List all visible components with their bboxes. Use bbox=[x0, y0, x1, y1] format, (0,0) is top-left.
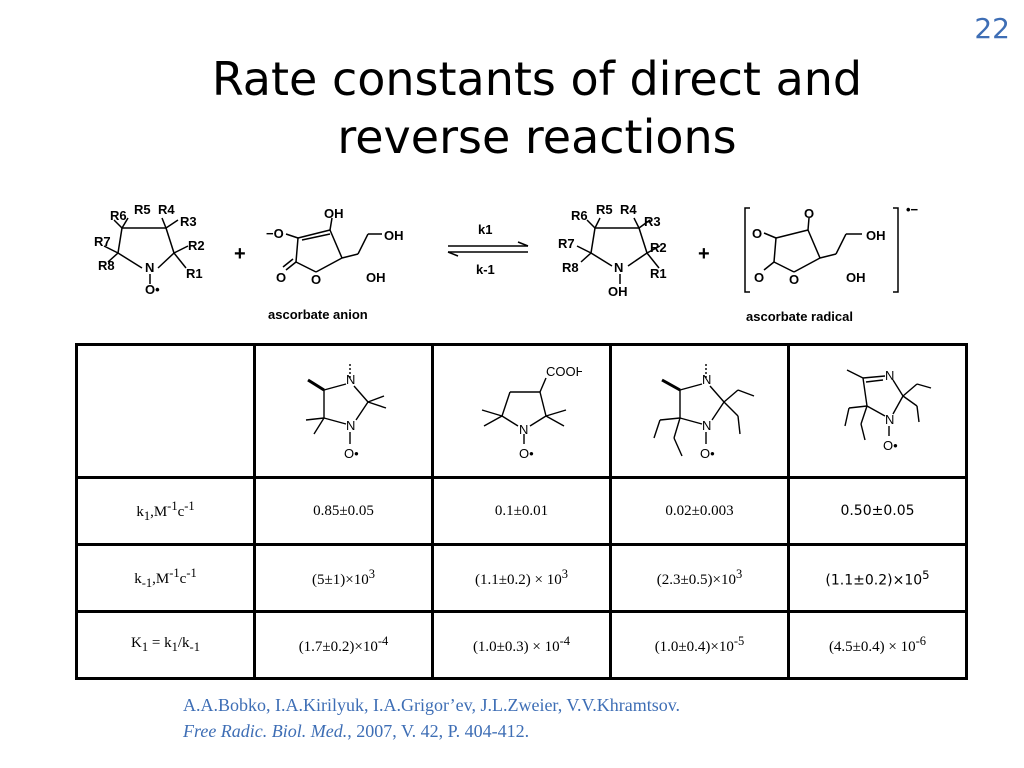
nitroxide-structure-1: N N O• bbox=[305, 364, 386, 461]
struct2-o: O• bbox=[519, 446, 534, 461]
structure-cell-2: COOH N O• bbox=[431, 343, 612, 479]
scheme-plus-1: + bbox=[234, 243, 246, 265]
scheme-r1-right: R1 bbox=[650, 266, 667, 281]
table-row-structures: N N O• COOH N O• bbox=[75, 343, 968, 479]
scheme-n-right: N bbox=[614, 260, 623, 275]
citation-details: , 2007, V. 42, P. 404-412. bbox=[347, 721, 530, 741]
k-minus-1-value-2: (1.1±0.2) × 103 bbox=[431, 543, 612, 613]
k1-value-3: 0.02±0.003 bbox=[609, 476, 790, 546]
struct4-o: O• bbox=[883, 438, 898, 453]
scheme-r2-left: R2 bbox=[188, 238, 205, 253]
scheme-r5-left: R5 bbox=[134, 202, 151, 217]
scheme-r8-left: R8 bbox=[98, 258, 115, 273]
struct1-o: O• bbox=[344, 446, 359, 461]
title-line-1: Rate constants of direct and bbox=[211, 52, 863, 106]
citation-journal: Free Radic. Biol. Med. bbox=[183, 721, 348, 741]
structure-cell-4: N N O• bbox=[787, 343, 968, 479]
radical-oh-bottom: OH bbox=[846, 270, 866, 285]
table-row-K1: K1 = k1/k-1 (1.7±0.2)×10-4 (1.0±0.3) × 1… bbox=[75, 610, 968, 680]
scheme-r4-left: R4 bbox=[158, 202, 175, 217]
k1-value-2: 0.1±0.01 bbox=[431, 476, 612, 546]
slide-title: Rate constants of direct and reverse rea… bbox=[0, 50, 1024, 166]
structure-cell-1: N N O• bbox=[253, 343, 434, 479]
anion-oh-bottom: OH bbox=[366, 270, 386, 285]
slide-number: 22 bbox=[974, 12, 1010, 45]
K1-value-1: (1.7±0.2)×10-4 bbox=[253, 610, 434, 680]
radical-o-carbonyl: O bbox=[754, 270, 764, 285]
scheme-r6-right: R6 bbox=[571, 208, 588, 223]
k-minus-1-value-3: (2.3±0.5)×103 bbox=[609, 543, 790, 613]
K1-value-4: (4.5±0.4) × 10-6 bbox=[787, 610, 968, 680]
struct2-cooh: COOH bbox=[546, 364, 582, 379]
rate-constants-table: N N O• COOH N O• bbox=[75, 343, 968, 680]
scheme-r7-left: R7 bbox=[94, 234, 111, 249]
scheme-o-radical-left: O• bbox=[145, 282, 160, 297]
row-label-K1: K1 = k1/k-1 bbox=[75, 610, 256, 680]
row-label-k1: k1,M-1c-1 bbox=[75, 476, 256, 546]
radical-oh-side: OH bbox=[866, 228, 886, 243]
scheme-oh-right: OH bbox=[608, 284, 628, 299]
struct3-o: O• bbox=[700, 446, 715, 461]
struct4-n2: N bbox=[885, 412, 894, 427]
radical-charge: •− bbox=[906, 202, 919, 217]
radical-o-left: O bbox=[752, 226, 762, 241]
title-line-2: reverse reactions bbox=[337, 110, 737, 164]
struct1-n1: N bbox=[346, 372, 355, 387]
k-minus-1-value-1: (5±1)×103 bbox=[253, 543, 434, 613]
scheme-n-left: N bbox=[145, 260, 154, 275]
scheme-r1-left: R1 bbox=[186, 266, 203, 281]
scheme-r7-right: R7 bbox=[558, 236, 575, 251]
table-row-k1: k1,M-1c-1 0.85±0.05 0.1±0.01 0.02±0.003 … bbox=[75, 476, 968, 546]
scheme-r2-right: R2 bbox=[650, 240, 667, 255]
k-minus-1-value-4: (1.1±0.2)×105 bbox=[787, 543, 968, 613]
ascorbate-radical-label: ascorbate radical bbox=[746, 309, 853, 324]
scheme-plus-2: + bbox=[698, 243, 710, 265]
reaction-scheme: R6 R5 R4 R3 R2 R1 R7 R8 N O• + −O OH OH … bbox=[94, 202, 919, 324]
row-label-k-minus-1: k-1,M-1c-1 bbox=[75, 543, 256, 613]
citation-authors: A.A.Bobko, I.A.Kirilyuk, I.A.Grigor’ev, … bbox=[183, 695, 681, 715]
scheme-r8-right: R8 bbox=[562, 260, 579, 275]
k-forward-label: k1 bbox=[478, 222, 492, 237]
struct3-n2: N bbox=[702, 418, 711, 433]
struct2-n: N bbox=[519, 422, 528, 437]
struct4-n1: N bbox=[885, 368, 894, 383]
k1-value-4: 0.50±0.05 bbox=[787, 476, 968, 546]
scheme-r6-left: R6 bbox=[110, 208, 127, 223]
K1-value-3: (1.0±0.4)×10-5 bbox=[609, 610, 790, 680]
nitroxide-structure-2: COOH N O• bbox=[481, 364, 582, 461]
K1-value-2: (1.0±0.3) × 10-4 bbox=[431, 610, 612, 680]
scheme-r5-right: R5 bbox=[596, 202, 613, 217]
ascorbate-anion-label: ascorbate anion bbox=[268, 307, 368, 322]
radical-o-ring: O bbox=[789, 272, 799, 287]
scheme-r3-right: R3 bbox=[644, 214, 661, 229]
anion-oh-top: OH bbox=[324, 206, 344, 221]
k-reverse-label: k-1 bbox=[476, 262, 495, 277]
anion-o-ring: O bbox=[311, 272, 321, 287]
k1-value-1: 0.85±0.05 bbox=[253, 476, 434, 546]
anion-o-carbonyl: O bbox=[276, 270, 286, 285]
nitroxide-structure-3: N N O• bbox=[652, 364, 754, 461]
citation: A.A.Bobko, I.A.Kirilyuk, I.A.Grigor’ev, … bbox=[183, 692, 680, 744]
anion-oh-side: OH bbox=[384, 228, 404, 243]
anion-o-minus: −O bbox=[266, 226, 284, 241]
table-row-k-minus-1: k-1,M-1c-1 (5±1)×103 (1.1±0.2) × 103 (2.… bbox=[75, 543, 968, 613]
citation-reference: Free Radic. Biol. Med., 2007, V. 42, P. … bbox=[183, 718, 680, 744]
scheme-r4-right: R4 bbox=[620, 202, 637, 217]
table-corner-cell bbox=[75, 343, 256, 479]
struct3-n1: N bbox=[702, 372, 711, 387]
structure-cell-3: N N O• bbox=[609, 343, 790, 479]
scheme-r3-left: R3 bbox=[180, 214, 197, 229]
nitroxide-structure-4: N N O• bbox=[843, 368, 931, 453]
radical-o-top: O bbox=[804, 206, 814, 221]
struct1-n2: N bbox=[346, 418, 355, 433]
